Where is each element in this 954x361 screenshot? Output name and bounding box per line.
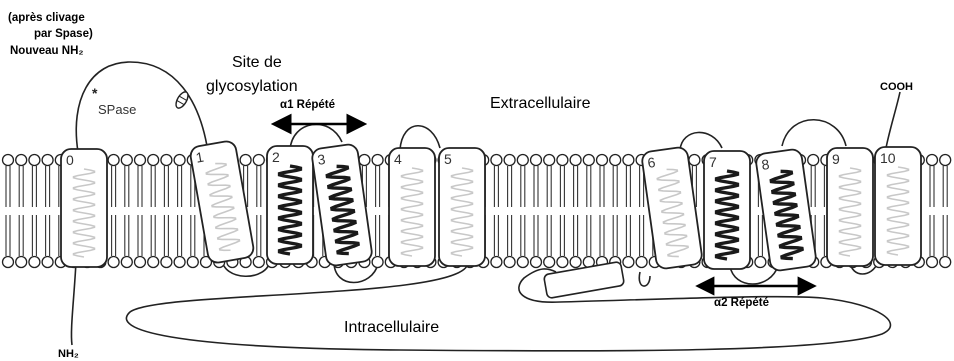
glycosylation-label-line1: Site de bbox=[232, 54, 282, 71]
helix-number: 4 bbox=[394, 151, 402, 167]
lipid-head bbox=[940, 155, 951, 166]
cleavage-label-line2: par Spase) bbox=[34, 28, 93, 40]
lipid-head bbox=[623, 155, 634, 166]
lipid-head bbox=[240, 155, 251, 166]
extracellular-label: Extracellulaire bbox=[490, 95, 591, 112]
helix-5: 5 bbox=[439, 148, 485, 266]
lipid-head bbox=[372, 155, 383, 166]
helix-number: 10 bbox=[880, 150, 896, 166]
helix-number: 2 bbox=[272, 149, 280, 165]
lipid-head bbox=[940, 257, 951, 268]
lipid-head bbox=[42, 155, 53, 166]
lipid-head bbox=[517, 257, 528, 268]
lipid-head bbox=[253, 155, 264, 166]
lipid-head bbox=[597, 155, 608, 166]
cleavage-label-line1: (après clivage bbox=[8, 12, 85, 24]
lipid-head bbox=[121, 257, 132, 268]
lipid-head bbox=[108, 257, 119, 268]
lipid-head bbox=[557, 257, 568, 268]
lipid-head bbox=[623, 257, 634, 268]
lipid-head bbox=[161, 155, 172, 166]
lipid-head bbox=[29, 155, 40, 166]
lipid-head bbox=[544, 155, 555, 166]
nh2-label: NH₂ bbox=[58, 348, 79, 360]
lipid-head bbox=[583, 155, 594, 166]
helix-7: 7 bbox=[704, 151, 750, 269]
lipid-head bbox=[927, 257, 938, 268]
c-terminal-tail bbox=[886, 92, 900, 148]
alpha2-repeat-label: α2 Répété bbox=[714, 297, 769, 309]
lipid-head bbox=[121, 155, 132, 166]
lipid-head bbox=[3, 257, 14, 268]
lipid-head bbox=[174, 257, 185, 268]
lipid-head bbox=[517, 155, 528, 166]
n-terminal-tail bbox=[71, 262, 76, 345]
lipid-head bbox=[531, 257, 542, 268]
lipid-head bbox=[372, 257, 383, 268]
n-terminal-loop bbox=[76, 62, 208, 152]
helix-number: 5 bbox=[444, 151, 452, 167]
intracellular-domain-box bbox=[544, 261, 625, 298]
lipid-head bbox=[755, 257, 766, 268]
helix-4: 4 bbox=[389, 148, 435, 266]
lipid-head bbox=[359, 155, 370, 166]
glycosylation-site-marker bbox=[174, 90, 191, 110]
lipid-head bbox=[187, 257, 198, 268]
helix-9: 9 bbox=[827, 148, 873, 266]
cleavage-star-icon: * bbox=[92, 85, 98, 101]
helix-10: 10 bbox=[875, 147, 921, 265]
glycosylation-label-line2: glycosylation bbox=[206, 78, 298, 95]
lipid-head bbox=[174, 155, 185, 166]
lipid-head bbox=[636, 257, 647, 268]
cooh-label: COOH bbox=[880, 81, 913, 93]
lipid-head bbox=[3, 155, 14, 166]
lipid-head bbox=[16, 257, 27, 268]
helix-number: 7 bbox=[709, 154, 717, 170]
helix-number: 9 bbox=[832, 151, 840, 167]
lipid-head bbox=[610, 155, 621, 166]
helix-2: 2 bbox=[267, 146, 313, 264]
loop-8-9-extra bbox=[782, 120, 846, 146]
lipid-head bbox=[135, 257, 146, 268]
lipid-head bbox=[927, 155, 938, 166]
lipid-head bbox=[544, 257, 555, 268]
loop-6-7-extra bbox=[680, 132, 722, 150]
lipid-head bbox=[570, 257, 581, 268]
lipid-head bbox=[42, 257, 53, 268]
helix-number: 0 bbox=[66, 152, 74, 168]
loop-4-5-extra bbox=[400, 126, 440, 150]
lipid-head bbox=[108, 155, 119, 166]
lipid-head bbox=[557, 155, 568, 166]
lipid-head bbox=[135, 155, 146, 166]
lipid-head bbox=[808, 155, 819, 166]
new-nh2-label: Nouveau NH₂ bbox=[10, 45, 83, 57]
lipid-head bbox=[570, 155, 581, 166]
alpha1-repeat-label: α1 Répété bbox=[280, 99, 335, 111]
lipid-head bbox=[491, 257, 502, 268]
lipid-head bbox=[491, 155, 502, 166]
lipid-head bbox=[29, 257, 40, 268]
lipid-head bbox=[504, 155, 515, 166]
helix-0: 0 bbox=[61, 149, 107, 267]
lipid-head bbox=[161, 257, 172, 268]
loop-6-intra bbox=[639, 272, 650, 286]
lipid-head bbox=[148, 257, 159, 268]
spase-label: SPase bbox=[98, 102, 136, 117]
lipid-head bbox=[531, 155, 542, 166]
intracellular-label: Intracellulaire bbox=[344, 319, 439, 336]
lipid-head bbox=[253, 257, 264, 268]
lipid-head bbox=[148, 155, 159, 166]
lipid-head bbox=[689, 155, 700, 166]
lipid-head bbox=[504, 257, 515, 268]
helix-8: 8 bbox=[755, 148, 817, 271]
lipid-head bbox=[16, 155, 27, 166]
